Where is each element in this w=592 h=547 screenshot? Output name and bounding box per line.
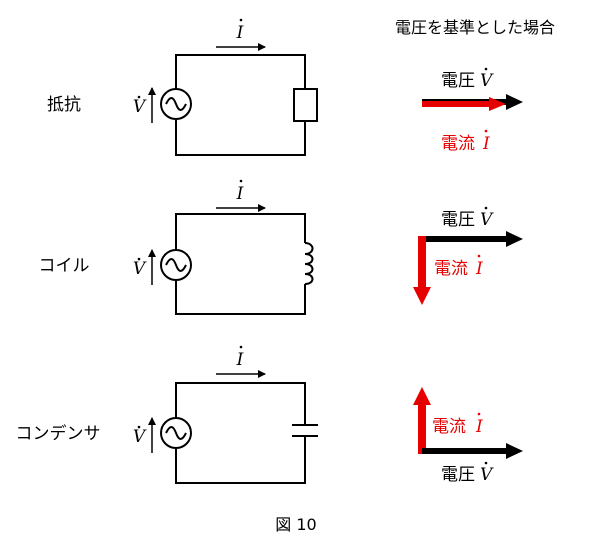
- resistor-symbol: [293, 88, 318, 122]
- circuit-wire-top: [175, 382, 306, 425]
- current-label: 電流: [441, 134, 475, 154]
- dot-accent: [137, 257, 141, 261]
- header-title: 電圧を基準とした場合: [395, 18, 555, 37]
- voltage-symbol: V: [133, 97, 147, 117]
- capacitor-circuit: [160, 382, 318, 484]
- dot-accent: [484, 129, 488, 133]
- current-phasor-arrow: [413, 387, 431, 454]
- inductor-coil-symbol: [304, 242, 314, 285]
- voltage-symbol: V: [133, 259, 147, 279]
- voltage-symbol: V: [133, 427, 147, 447]
- component-label-resistor: 抵抗: [47, 95, 81, 115]
- dot-accent: [239, 18, 243, 22]
- voltage-label: 電圧: [441, 71, 475, 91]
- inductor-circuit: [160, 213, 314, 315]
- current-symbol: I: [236, 23, 244, 43]
- resistor-circuit: [160, 54, 318, 156]
- circuit-wire-bottom: [175, 436, 306, 484]
- dot-accent: [239, 179, 243, 183]
- current-label: 電流: [434, 259, 468, 279]
- current-symbol: I: [236, 350, 244, 370]
- circuit-wire-bottom: [175, 281, 306, 315]
- voltage-symbol: V: [480, 210, 494, 230]
- ac-source-icon: [160, 88, 192, 120]
- dot-accent: [477, 254, 481, 258]
- voltage-symbol: V: [480, 465, 494, 485]
- current-symbol: I: [482, 134, 490, 154]
- source-voltage-indicator: V: [133, 249, 156, 285]
- figure-caption: 図 10: [275, 515, 316, 534]
- current-label: 電流: [432, 417, 466, 437]
- row-inductor: コイル V I 電圧 V 電流 I: [39, 179, 523, 315]
- phasor-inductor: 電圧 V 電流 I: [413, 206, 523, 305]
- dot-accent: [137, 95, 141, 99]
- voltage-symbol: V: [480, 71, 494, 91]
- dot-accent: [239, 345, 243, 349]
- circuit-current-indicator: I: [216, 18, 266, 51]
- voltage-phasor-arrow: [422, 231, 523, 247]
- source-voltage-indicator: V: [133, 417, 156, 453]
- dot-accent: [137, 425, 141, 429]
- circuit-wire-bottom: [175, 120, 306, 156]
- source-voltage-indicator: V: [133, 87, 156, 123]
- phasor-resistor: 電圧 V 電流 I: [422, 67, 523, 154]
- circuit-wire-top: [175, 54, 306, 89]
- voltage-phasor-arrow: [422, 443, 523, 459]
- current-symbol: I: [475, 417, 483, 437]
- ac-source-icon: [160, 417, 192, 449]
- circuit-wire-top: [175, 213, 306, 250]
- component-label-capacitor: コンデンサ: [16, 423, 101, 444]
- current-symbol: I: [236, 184, 244, 204]
- ac-source-icon: [160, 249, 192, 281]
- sine-wave-icon: [165, 426, 187, 440]
- dot-accent: [484, 206, 488, 210]
- sine-wave-icon: [165, 258, 187, 272]
- row-capacitor: コンデンサ V I 電流 I 電圧 V: [16, 345, 523, 485]
- phasor-capacitor: 電流 I 電圧 V: [413, 387, 523, 485]
- dot-accent: [477, 412, 481, 416]
- voltage-label: 電圧: [441, 210, 475, 230]
- current-phasor-arrow: [422, 97, 506, 111]
- circuit-current-indicator: I: [216, 345, 266, 378]
- row-resistor: 抵抗 V I 電圧 V 電流 I: [47, 18, 523, 156]
- component-label-inductor: コイル: [39, 256, 90, 276]
- current-phasor-arrow: [413, 236, 431, 305]
- current-symbol: I: [475, 259, 483, 279]
- sine-wave-icon: [165, 97, 187, 111]
- voltage-label: 電圧: [441, 465, 475, 485]
- dot-accent: [484, 67, 488, 71]
- dot-accent: [484, 461, 488, 465]
- circuit-current-indicator: I: [216, 179, 266, 212]
